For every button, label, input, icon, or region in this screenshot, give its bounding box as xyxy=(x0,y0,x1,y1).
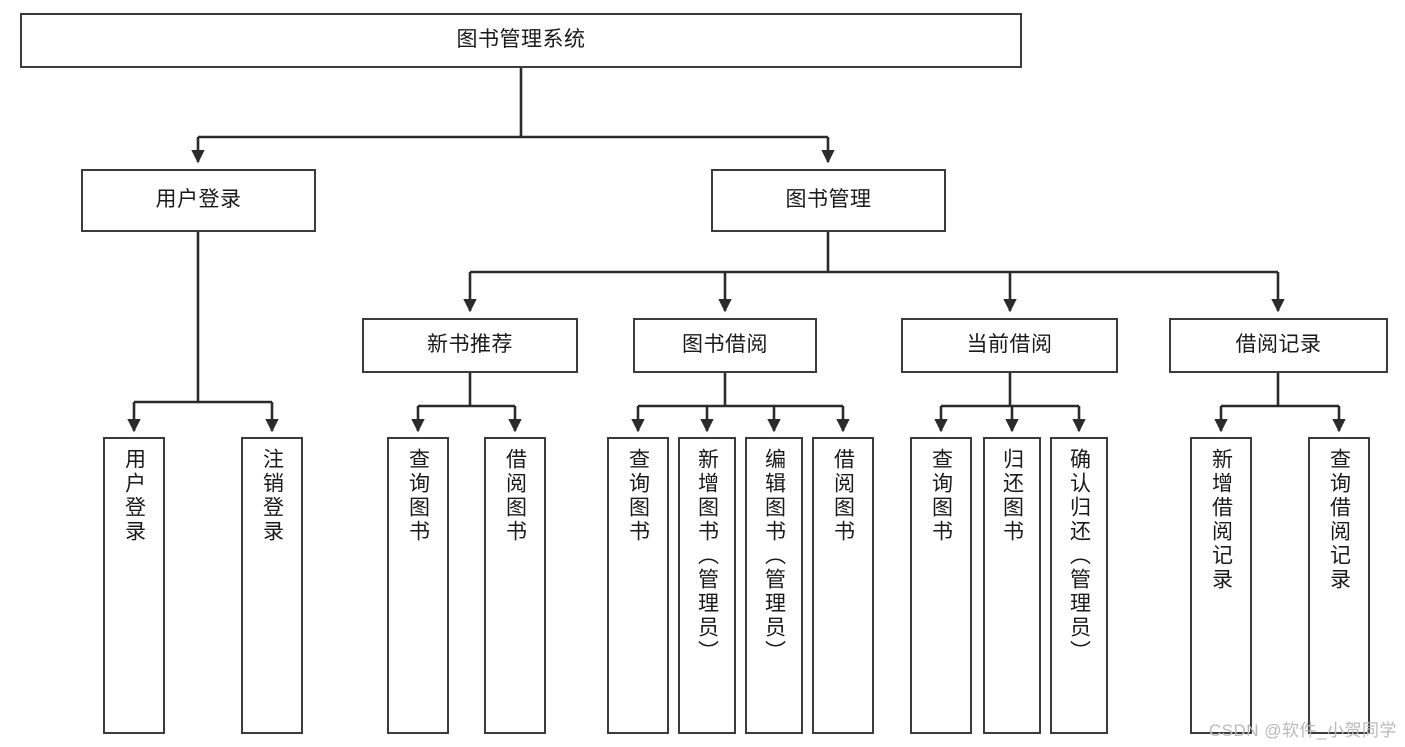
leaf-current-query-book[interactable]: 查询图书 xyxy=(910,437,972,734)
leaf-current-query-book-label: 查询图书 xyxy=(929,448,953,544)
leaf-user-login-label: 用户登录 xyxy=(122,448,146,544)
leaf-borrow-add-book-label: 新增图书（管理员） xyxy=(695,448,719,664)
leaf-user-logout[interactable]: 注销登录 xyxy=(241,437,303,734)
node-root[interactable]: 图书管理系统 xyxy=(20,13,1022,68)
leaf-borrow-query-book[interactable]: 查询图书 xyxy=(607,437,669,734)
node-book-management-label: 图书管理 xyxy=(785,188,872,212)
leaf-borrow-borrow-book-label: 借阅图书 xyxy=(831,448,855,544)
leaf-borrow-query-book-label: 查询图书 xyxy=(626,448,650,544)
node-new-book-recommend[interactable]: 新书推荐 xyxy=(362,318,578,373)
leaf-record-add-record[interactable]: 新增借阅记录 xyxy=(1190,437,1252,734)
node-new-book-recommend-label: 新书推荐 xyxy=(427,333,513,357)
leaf-record-query-record[interactable]: 查询借阅记录 xyxy=(1308,437,1370,734)
node-current-borrow-label: 当前借阅 xyxy=(966,333,1053,357)
node-borrow-record[interactable]: 借阅记录 xyxy=(1169,318,1388,373)
node-book-borrow-label: 图书借阅 xyxy=(682,333,768,357)
leaf-user-logout-label: 注销登录 xyxy=(260,448,284,544)
leaf-current-confirm-return[interactable]: 确认归还（管理员） xyxy=(1050,437,1108,734)
leaf-user-login[interactable]: 用户登录 xyxy=(103,437,165,734)
node-current-borrow[interactable]: 当前借阅 xyxy=(901,318,1118,373)
node-book-borrow[interactable]: 图书借阅 xyxy=(633,318,817,373)
node-user-login-label: 用户登录 xyxy=(155,188,242,212)
leaf-borrow-edit-book-label: 编辑图书（管理员） xyxy=(762,448,786,664)
leaf-record-query-record-label: 查询借阅记录 xyxy=(1327,448,1351,592)
leaf-current-return-book-label: 归还图书 xyxy=(1000,448,1024,544)
node-user-login[interactable]: 用户登录 xyxy=(81,169,316,232)
leaf-borrow-edit-book[interactable]: 编辑图书（管理员） xyxy=(745,437,803,734)
node-borrow-record-label: 借阅记录 xyxy=(1235,333,1322,357)
leaf-newbook-query-book[interactable]: 查询图书 xyxy=(387,437,449,734)
node-root-label: 图书管理系统 xyxy=(456,28,586,52)
leaf-newbook-borrow-book-label: 借阅图书 xyxy=(503,448,527,544)
leaf-borrow-add-book[interactable]: 新增图书（管理员） xyxy=(678,437,736,734)
node-book-management[interactable]: 图书管理 xyxy=(711,169,946,232)
leaf-record-add-record-label: 新增借阅记录 xyxy=(1209,448,1233,592)
leaf-current-return-book[interactable]: 归还图书 xyxy=(983,437,1041,734)
leaf-newbook-query-book-label: 查询图书 xyxy=(406,448,430,544)
leaf-borrow-borrow-book[interactable]: 借阅图书 xyxy=(812,437,874,734)
leaf-newbook-borrow-book[interactable]: 借阅图书 xyxy=(484,437,546,734)
leaf-current-confirm-return-label: 确认归还（管理员） xyxy=(1067,448,1091,664)
